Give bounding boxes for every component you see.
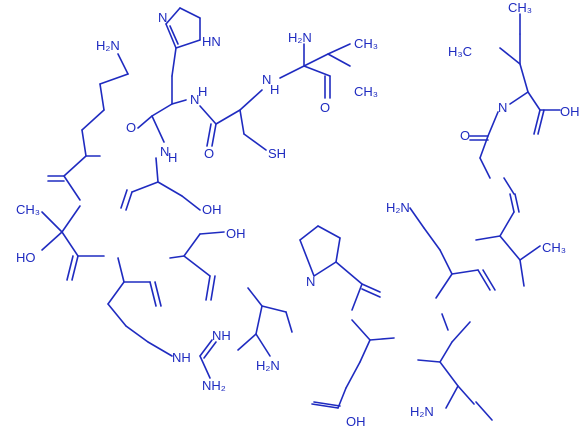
glycine-leucine — [469, 13, 561, 195]
nh-his-ser-label: N — [160, 144, 169, 159]
cys-carbonyl-o-label: O — [204, 146, 214, 161]
leu-h3c-label: H₃C — [448, 44, 472, 59]
val-ch3-label-2: CH₃ — [354, 84, 378, 99]
nh-his-ser-h-label: H — [168, 150, 177, 165]
lysine — [47, 53, 129, 201]
gly-o-label: O — [460, 128, 470, 143]
ser1-oh-label: OH — [202, 202, 222, 217]
lys-h2n-label: H₂N — [96, 38, 120, 53]
asn1-h2n-label: H₂N — [256, 358, 280, 373]
asparagine-1 — [237, 287, 293, 357]
val-right-ch3-label: CH₃ — [542, 240, 566, 255]
glutamic-acid — [311, 319, 395, 409]
nh-cys-his-h-label: H — [198, 84, 207, 99]
threonine — [41, 205, 105, 281]
his-ring-nh-label: HN — [202, 34, 221, 49]
serine-1 — [120, 157, 201, 211]
val-ch3-label-1: CH₃ — [354, 36, 378, 51]
cysteine — [199, 89, 267, 151]
arginine — [107, 257, 217, 379]
valine-right — [475, 193, 541, 287]
his-carbonyl-o-label: O — [126, 120, 136, 135]
val-nh2-label: H₂N — [288, 30, 312, 45]
valine-nterm — [279, 43, 351, 99]
leu-nh-label: N — [498, 100, 507, 115]
asn3-h2n-label: H₂N — [386, 200, 410, 215]
nh-val-cys-label: N — [262, 72, 271, 87]
asparagine-2 — [417, 313, 493, 421]
nh-val-cys-h-label: H — [270, 82, 279, 97]
nh-cys-his-label: N — [190, 92, 199, 107]
asparagine-3 — [409, 207, 496, 299]
asn2-h2n-label: H₂N — [410, 404, 434, 419]
pro-n-label: N — [306, 274, 315, 289]
thr-ch3-label: CH₃ — [16, 202, 40, 217]
histidine-ring — [165, 7, 201, 105]
proline — [299, 225, 381, 311]
arg-nh-upper-label: NH — [212, 328, 231, 343]
cys-sh-label: SH — [268, 146, 286, 161]
histidine-backbone — [137, 99, 187, 143]
val-carbonyl-o-label: O — [320, 100, 330, 115]
leu-ch3-label: CH₃ — [508, 0, 532, 15]
leu-oh-label: OH — [560, 104, 580, 119]
his-ring-n-label: N — [158, 10, 167, 25]
arg-nh-label: NH — [172, 350, 191, 365]
glu-oh-label: OH — [346, 414, 366, 429]
ser2-oh-label: OH — [226, 226, 246, 241]
arg-nh2-label: NH₂ — [202, 378, 226, 393]
thr-ho-label: HO — [16, 250, 36, 265]
serine-2 — [169, 231, 225, 301]
